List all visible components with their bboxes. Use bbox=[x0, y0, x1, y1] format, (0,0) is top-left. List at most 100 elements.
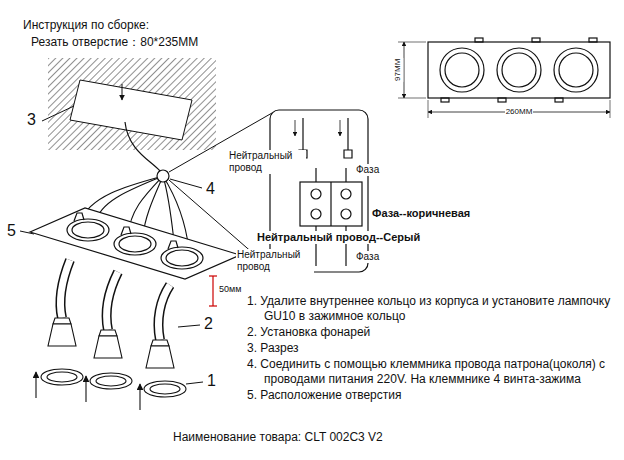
wiring-inset-part bbox=[300, 182, 362, 226]
diagram-title: Инструкция по сборке: bbox=[22, 18, 150, 32]
mounting-plate-part bbox=[30, 208, 240, 279]
mounting-plate-part bbox=[72, 222, 104, 238]
wiring-inset-part bbox=[311, 189, 321, 199]
wiring-inset-part bbox=[347, 118, 348, 150]
clamp-rings-part bbox=[85, 376, 86, 402]
fixture-top-view-part bbox=[440, 48, 484, 92]
wiring-inset-part bbox=[345, 168, 346, 182]
wiring-inset-part bbox=[344, 150, 352, 158]
depth-mark-part bbox=[212, 276, 213, 306]
leader-lines bbox=[20, 106, 272, 384]
color-note: Фаза--коричневая bbox=[371, 207, 471, 220]
fixture-top-view bbox=[398, 38, 610, 118]
hoses-part bbox=[158, 285, 170, 340]
hoses-part bbox=[60, 260, 70, 318]
fixture-top-view-part bbox=[502, 53, 536, 87]
depth-mark bbox=[209, 276, 217, 306]
mounting-plate-part bbox=[114, 233, 156, 255]
color-note: Нейтральный провод--Серый bbox=[256, 231, 421, 244]
fixture-top-view-part bbox=[404, 42, 405, 98]
mounting-plate-part bbox=[119, 236, 151, 252]
hoses-part bbox=[60, 260, 70, 318]
leader-lines-part bbox=[178, 325, 200, 327]
ceiling-cutout-part bbox=[48, 58, 216, 150]
mounting-plate-part bbox=[166, 250, 198, 266]
wiring-inset-part bbox=[341, 189, 351, 199]
gu10-lamps-part bbox=[99, 330, 117, 336]
fixture-top-view-part bbox=[428, 100, 429, 118]
instruction-step: 1. Удалите внутреннее кольцо из корпуса … bbox=[247, 294, 615, 324]
gu10-lamps-part bbox=[146, 346, 174, 368]
clamp-rings bbox=[36, 369, 186, 410]
mounting-plate-part bbox=[121, 227, 131, 235]
fixture-top-view-part bbox=[589, 38, 597, 42]
fixture-top-view-part bbox=[398, 42, 426, 43]
instruction-step: 5. Расположение отверстия bbox=[247, 388, 615, 403]
instruction-step: 4. Соединить с помощью клеммника провода… bbox=[247, 357, 615, 387]
fixture-top-view-part bbox=[497, 48, 541, 92]
fixture-top-view-part bbox=[441, 98, 449, 102]
fixture-top-view-part bbox=[398, 98, 426, 99]
instruction-step: 2. Установка фонарей bbox=[247, 325, 615, 340]
hoses bbox=[60, 260, 170, 340]
mounting-plate-part bbox=[161, 247, 203, 269]
gu10-lamps-part bbox=[53, 318, 71, 324]
hoses-part bbox=[158, 285, 170, 340]
dimension: 260MM bbox=[505, 107, 534, 117]
wire-label: Нейтральный провод bbox=[236, 249, 314, 273]
wiring-inset bbox=[270, 110, 368, 272]
clamp-rings-part bbox=[139, 384, 140, 410]
cut-size-note: Резать отверстие：80*235MM bbox=[30, 35, 199, 49]
fixture-top-view-part bbox=[428, 42, 610, 98]
ceiling-cutout bbox=[48, 58, 216, 171]
leader-lines-part bbox=[42, 106, 74, 121]
ceiling-cutout-part bbox=[125, 122, 160, 171]
gu10-lamps-part bbox=[94, 336, 122, 358]
callout-number: 2 bbox=[203, 314, 214, 333]
wiring-inset-part bbox=[295, 120, 296, 136]
wiring-inset-part bbox=[340, 120, 341, 136]
fixture-top-view-part bbox=[554, 48, 598, 92]
depth-mark-part bbox=[209, 305, 217, 306]
clamp-rings-part bbox=[150, 384, 180, 394]
fixture-top-view-part bbox=[610, 100, 611, 118]
wire-label: Фаза bbox=[355, 164, 380, 176]
depth-mark-part bbox=[209, 275, 217, 276]
product-caption: Наименование товара: CLT 002C3 V2 bbox=[172, 430, 384, 444]
dimension: 50мм bbox=[218, 284, 242, 295]
callout-number: 3 bbox=[26, 110, 37, 129]
mounting-plate-part bbox=[74, 213, 84, 221]
fixture-top-view-part bbox=[532, 38, 540, 42]
leader-lines-part bbox=[170, 179, 202, 188]
hoses-part bbox=[106, 272, 118, 330]
wiring-inset-part bbox=[270, 110, 368, 272]
gu10-lamps bbox=[48, 318, 174, 368]
fixture-top-view-part bbox=[498, 98, 506, 102]
dimension: 97MM bbox=[393, 58, 403, 82]
mounting-plate bbox=[30, 208, 240, 279]
wire-label: Фаза bbox=[355, 251, 380, 263]
ceiling-cutout-part bbox=[122, 84, 123, 100]
wiring-inset-part bbox=[311, 209, 321, 219]
clamp-rings-part bbox=[144, 381, 186, 397]
mounting-plate-part bbox=[67, 219, 109, 241]
clamp-rings-part bbox=[47, 372, 77, 382]
gu10-lamps-part bbox=[48, 324, 76, 346]
clamp-rings-part bbox=[96, 376, 126, 386]
instruction-step: 3. Разрез bbox=[247, 341, 615, 356]
wiring-inset-part bbox=[302, 118, 303, 150]
wiring-inset-part bbox=[341, 209, 351, 219]
callout-number: 5 bbox=[6, 221, 17, 240]
mounting-plate-part bbox=[168, 241, 178, 249]
wire-label: Нейтральный провод bbox=[228, 150, 306, 174]
callout-number: 4 bbox=[205, 179, 216, 198]
terminal-point bbox=[157, 170, 169, 182]
clamp-rings-part bbox=[41, 369, 83, 385]
wiring-inset-part bbox=[330, 182, 331, 226]
fixture-top-view-part bbox=[555, 98, 563, 102]
clamp-rings-part bbox=[90, 373, 132, 389]
fixture-top-view-part bbox=[475, 38, 483, 42]
leader-lines-part bbox=[186, 382, 203, 384]
callout-number: 1 bbox=[206, 371, 217, 390]
